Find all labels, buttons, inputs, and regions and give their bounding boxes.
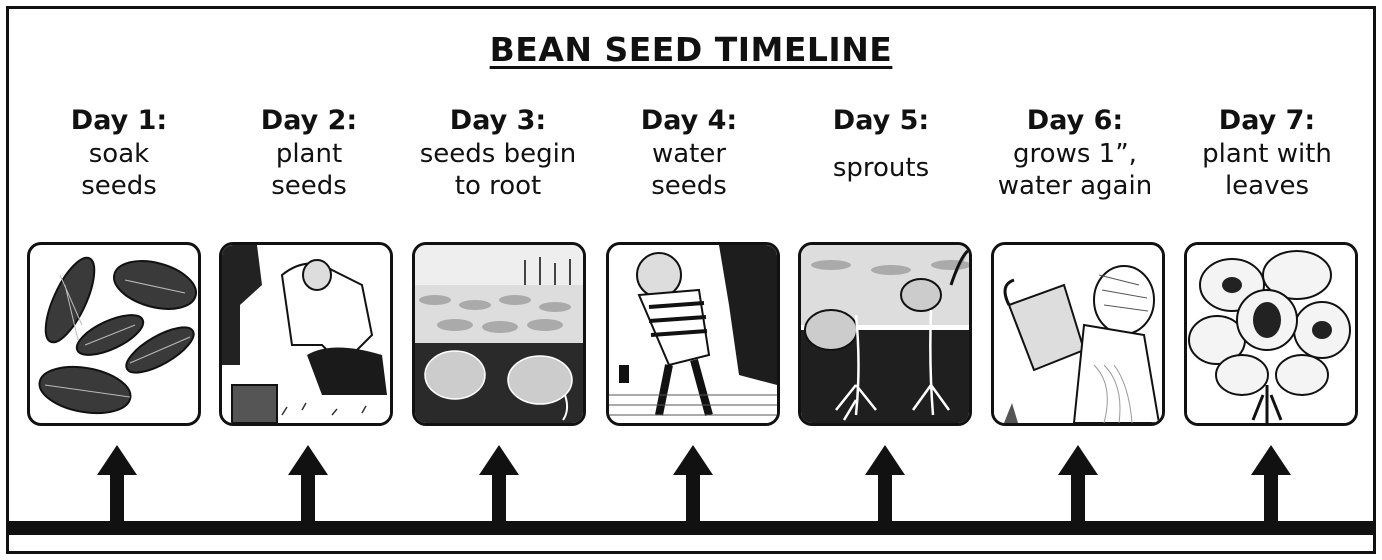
child-watering-illustration xyxy=(609,245,777,423)
card-bean-seeds xyxy=(27,242,201,426)
step-day: Day 4: xyxy=(594,104,784,138)
card-watering-can xyxy=(991,242,1165,426)
card-people-planting xyxy=(219,242,393,426)
step-4-text: Day 4: water seeds xyxy=(594,104,784,202)
step-desc-line1: soak xyxy=(24,138,214,170)
step-desc-line2: water again xyxy=(980,170,1170,202)
bean-seeds-illustration xyxy=(30,245,198,423)
step-day: Day 7: xyxy=(1172,104,1362,138)
card-child-watering xyxy=(606,242,780,426)
step-day: Day 2: xyxy=(214,104,404,138)
step-desc-line2: leaves xyxy=(1172,170,1362,202)
step-day: Day 1: xyxy=(24,104,214,138)
card-bean-sprouts xyxy=(798,242,972,426)
step-2-text: Day 2: plant seeds xyxy=(214,104,404,202)
step-desc-line2: to root xyxy=(403,170,593,202)
step-desc-line2: seeds xyxy=(24,170,214,202)
timeline-title: BEAN SEED TIMELINE xyxy=(0,30,1382,69)
arrow-up-icon xyxy=(673,445,713,531)
step-day: Day 5: xyxy=(786,104,976,138)
step-5-text: Day 5: sprouts xyxy=(786,104,976,184)
arrow-up-icon xyxy=(97,445,137,531)
people-planting-illustration xyxy=(222,245,390,423)
step-desc-line1: plant with xyxy=(1172,138,1362,170)
step-desc-line1: water xyxy=(594,138,784,170)
step-desc-line2: seeds xyxy=(214,170,404,202)
watering-can-illustration xyxy=(994,245,1162,423)
timeline-baseline xyxy=(9,521,1373,535)
bean-sprouts-illustration xyxy=(801,245,969,423)
arrow-up-icon xyxy=(1251,445,1291,531)
step-desc-line1: seeds begin xyxy=(403,138,593,170)
step-desc-line1: plant xyxy=(214,138,404,170)
step-desc-line2: seeds xyxy=(594,170,784,202)
arrow-up-icon xyxy=(865,445,905,531)
seeds-rooting-illustration xyxy=(415,245,583,423)
step-7-text: Day 7: plant with leaves xyxy=(1172,104,1362,202)
arrow-up-icon xyxy=(479,445,519,531)
step-day: Day 6: xyxy=(980,104,1170,138)
step-6-text: Day 6: grows 1”, water again xyxy=(980,104,1170,202)
step-day: Day 3: xyxy=(403,104,593,138)
step-desc-line1: grows 1”, xyxy=(980,138,1170,170)
arrow-up-icon xyxy=(1058,445,1098,531)
card-leafy-plant xyxy=(1184,242,1358,426)
step-desc-line1: sprouts xyxy=(786,152,976,184)
arrow-up-icon xyxy=(288,445,328,531)
card-seeds-rooting xyxy=(412,242,586,426)
leafy-plant-illustration xyxy=(1187,245,1355,423)
step-1-text: Day 1: soak seeds xyxy=(24,104,214,202)
step-3-text: Day 3: seeds begin to root xyxy=(403,104,593,202)
